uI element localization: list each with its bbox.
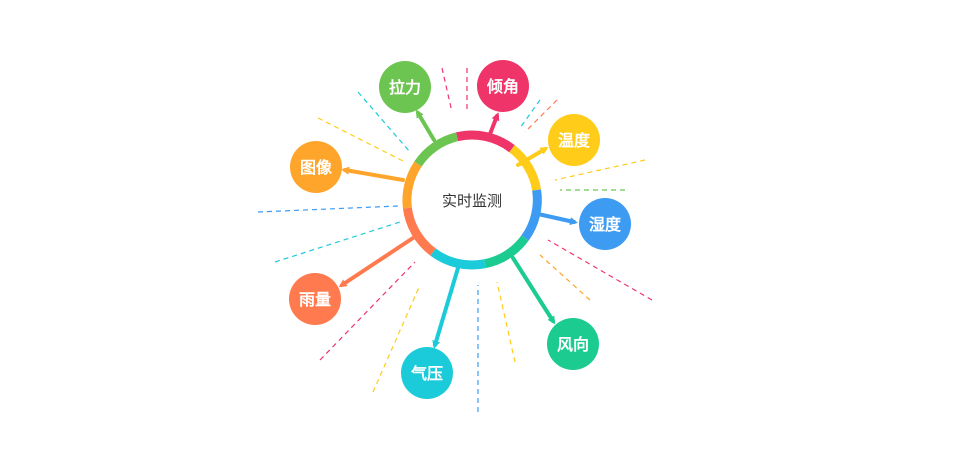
node-wind-direction[interactable]: 风向: [547, 318, 599, 370]
ring-segment-temperature: [509, 145, 542, 191]
node-circle-wind-direction: [547, 318, 599, 370]
arrow-image: [341, 166, 405, 182]
node-label-humidity: 湿度: [588, 215, 622, 234]
node-label-wind-direction: 风向: [557, 335, 589, 354]
dashed-ray: [547, 239, 653, 301]
node-image[interactable]: 图像: [290, 141, 342, 193]
node-circle-air-pressure: [401, 347, 453, 399]
node-circle-image: [290, 141, 342, 193]
ring-segment-image: [402, 161, 422, 209]
decorative-dashed-rays: [257, 67, 653, 412]
arrow-air-pressure: [432, 266, 460, 349]
node-circle-tilt: [477, 60, 529, 112]
node-rainfall[interactable]: 雨量: [289, 273, 341, 325]
dashed-ray: [496, 281, 516, 363]
node-humidity[interactable]: 湿度: [579, 198, 631, 250]
center-ring: [402, 130, 542, 270]
dashed-ray: [357, 91, 411, 153]
node-circle-temperature: [548, 114, 600, 166]
node-circle-tension: [379, 61, 431, 113]
center-label: 实时监测: [442, 192, 502, 210]
arrow-wind-direction: [511, 256, 556, 325]
arrow-humidity: [536, 212, 578, 226]
node-temperature[interactable]: 温度: [548, 114, 600, 166]
node-label-air-pressure: 气压: [410, 364, 443, 383]
ring-segment-air-pressure: [430, 248, 486, 270]
node-label-image: 图像: [300, 158, 333, 177]
arrow-temperature: [516, 146, 549, 167]
node-circle-humidity: [579, 198, 631, 250]
ring-segment-tilt: [455, 130, 515, 153]
dashed-ray: [274, 221, 401, 263]
dashed-ray: [317, 117, 406, 163]
ring-segment-wind-direction: [483, 235, 529, 269]
arrow-tilt: [488, 112, 500, 136]
node-tension[interactable]: 拉力: [379, 61, 431, 113]
node-label-tension: 拉力: [389, 78, 421, 97]
node-label-temperature: 温度: [557, 131, 591, 150]
dashed-ray: [257, 205, 399, 213]
dashed-ray: [519, 99, 541, 129]
node-tilt[interactable]: 倾角: [477, 60, 529, 112]
dashed-ray: [524, 99, 558, 133]
ring-segment-rainfall: [402, 207, 436, 256]
node-label-rainfall: 雨量: [299, 290, 331, 309]
dashed-ray: [372, 284, 421, 393]
dashed-ray: [539, 254, 591, 301]
node-air-pressure[interactable]: 气压: [401, 347, 453, 399]
dashed-ray: [441, 67, 453, 113]
node-label-tilt: 倾角: [486, 77, 519, 96]
ring-segment-humidity: [521, 189, 542, 241]
connector-arrows: [338, 109, 578, 349]
dashed-ray: [554, 159, 646, 181]
node-circle-rainfall: [289, 273, 341, 325]
center-circle: [408, 136, 536, 264]
dashed-ray: [319, 261, 416, 361]
arrow-rainfall: [338, 236, 415, 288]
arrow-tension: [415, 109, 436, 142]
ring-segment-tension: [414, 132, 459, 167]
